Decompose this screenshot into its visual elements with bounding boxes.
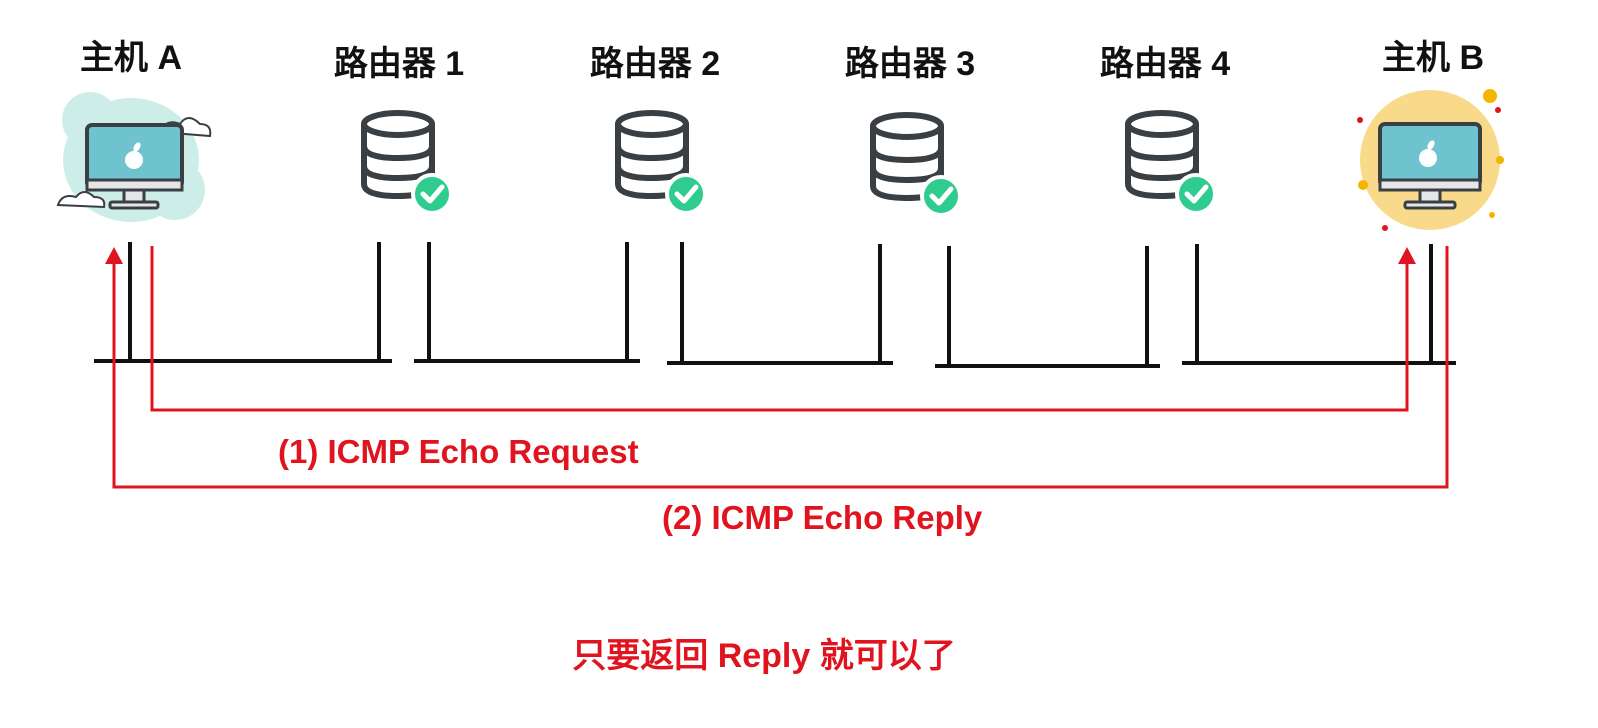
- router-2-icon: [615, 110, 707, 215]
- network-segments: [94, 242, 1456, 368]
- segment-r2-r3: [667, 242, 893, 365]
- router-2-label: 路由器 2: [589, 45, 721, 83]
- reply-note: 只要返回 Reply 就可以了: [572, 637, 956, 675]
- segment-r4-b: [1182, 244, 1456, 365]
- router-3-label: 路由器 3: [844, 45, 976, 83]
- segment-r3-r4: [935, 246, 1160, 368]
- router-3-icon: [870, 112, 962, 217]
- router-4-icon: [1125, 110, 1217, 215]
- segment-r1-r2: [414, 242, 640, 363]
- host-a-label: 主机 A: [80, 39, 182, 77]
- router-1-label: 路由器 1: [333, 45, 465, 83]
- request-arrow: [150, 246, 1416, 412]
- router-4-label: 路由器 4: [1099, 45, 1231, 83]
- computer-sun-icon: [1357, 89, 1504, 231]
- request-label: (1) ICMP Echo Request: [278, 433, 639, 470]
- reply-label: (2) ICMP Echo Reply: [662, 499, 983, 536]
- reply-arrow: [105, 246, 1449, 489]
- segment-a-r1: [94, 242, 392, 363]
- host-b-label: 主机 B: [1382, 39, 1484, 77]
- router-1-icon: [361, 110, 453, 215]
- computer-cloud-icon: [56, 92, 212, 222]
